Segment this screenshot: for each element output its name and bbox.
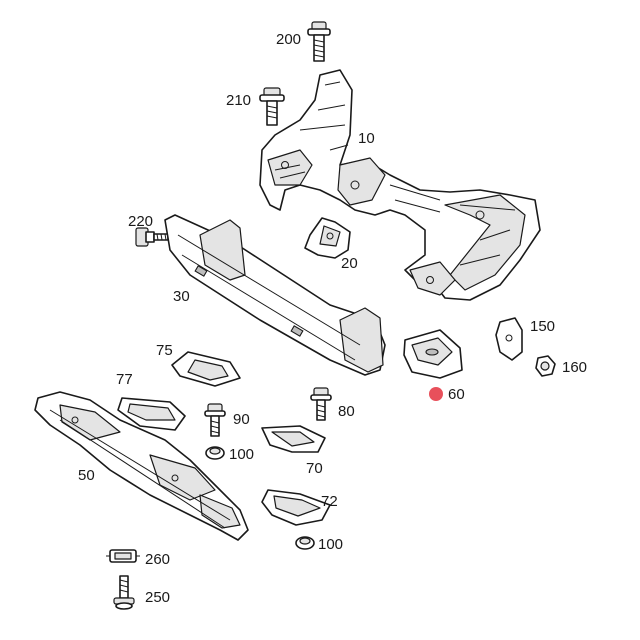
label-50: 50 [78,467,95,484]
label-100-lower: 100 [318,536,343,553]
label-77: 77 [116,371,133,388]
part-72-shield[interactable] [261,489,331,526]
label-160: 160 [562,359,587,376]
part-260-clip[interactable] [106,549,140,563]
part-10-front-carrier[interactable] [259,69,541,301]
label-220: 220 [128,213,153,230]
part-220-bolt[interactable] [135,227,169,247]
part-160-nut[interactable] [535,355,556,377]
label-60: 60 [448,386,465,403]
part-75-shield[interactable] [171,351,241,387]
highlight-marker-60 [429,387,443,401]
part-100-nut-upper[interactable] [205,446,225,460]
label-72: 72 [321,493,338,510]
part-50-lower-crossmember[interactable] [34,391,249,541]
part-90-bolt[interactable] [204,403,226,437]
part-77-shield[interactable] [117,397,186,431]
label-80: 80 [338,403,355,420]
label-150: 150 [530,318,555,335]
part-210-bolt[interactable] [259,87,285,126]
label-200: 200 [276,31,301,48]
part-200-bolt[interactable] [307,21,331,62]
label-210: 210 [226,92,251,109]
part-60-bracket[interactable] [403,329,463,379]
part-70-shield[interactable] [261,425,326,453]
label-30: 30 [173,288,190,305]
label-70: 70 [306,460,323,477]
part-250-screw[interactable] [113,575,135,610]
part-80-bolt[interactable] [310,387,332,421]
part-150-bracket[interactable] [495,317,523,361]
label-100-upper: 100 [229,446,254,463]
part-20-bracket[interactable] [304,217,351,259]
part-30-bumper-beam[interactable] [164,214,386,376]
label-20: 20 [341,255,358,272]
label-75: 75 [156,342,173,359]
label-250: 250 [145,589,170,606]
label-10: 10 [358,130,375,147]
label-90: 90 [233,411,250,428]
label-260: 260 [145,551,170,568]
part-100-nut-lower[interactable] [295,536,315,550]
